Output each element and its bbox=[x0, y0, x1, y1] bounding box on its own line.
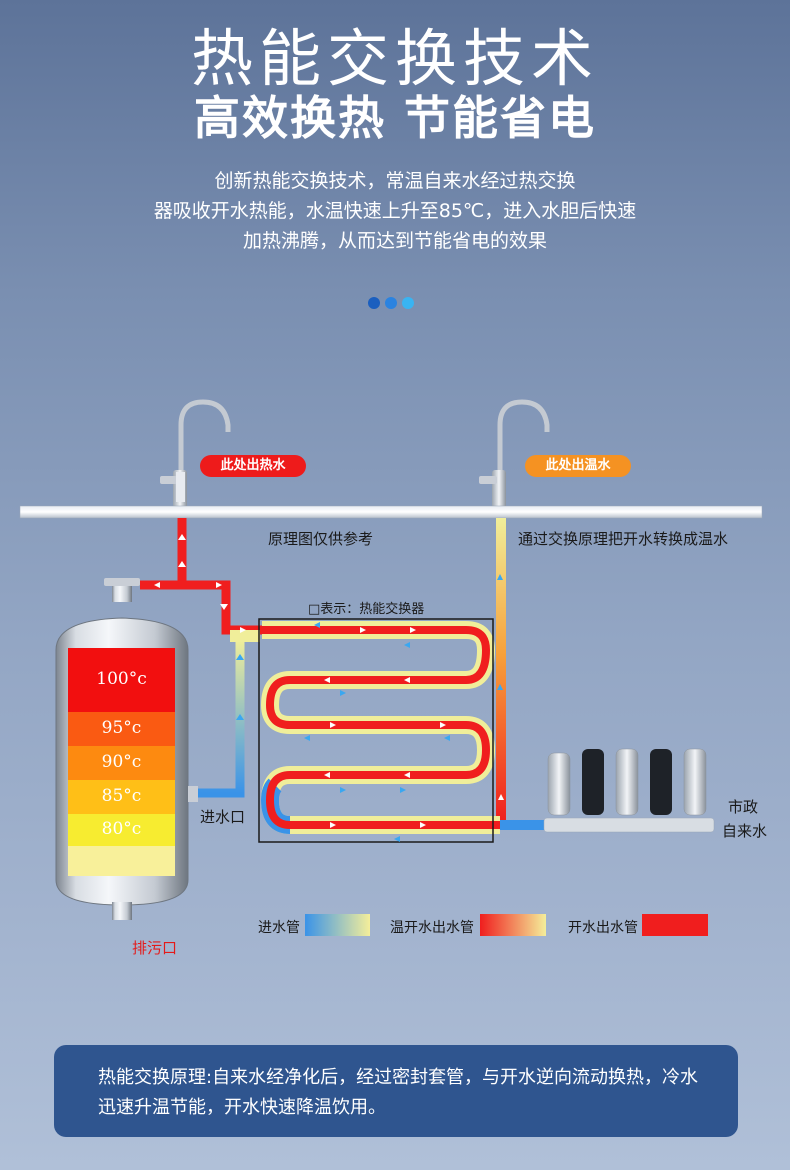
diagram-note: 原理图仅供参考 bbox=[268, 530, 374, 548]
water-filters-icon bbox=[543, 748, 715, 833]
temp-label-95: 95°c bbox=[101, 718, 142, 738]
temp-label-100: 100°c bbox=[96, 669, 147, 689]
page-subtitle: 高效换热 节能省电 bbox=[193, 91, 596, 145]
dot-icon bbox=[402, 297, 414, 309]
legend-bar-inlet bbox=[305, 914, 370, 936]
heat-exchange-diagram bbox=[19, 399, 763, 920]
description-line: 器吸收开水热能，水温快速上升至85℃，进入水胆后快速 bbox=[153, 200, 637, 222]
principle-box: 热能交换原理:自来水经净化后，经过密封套管，与开水逆向流动换热，冷水迅速升温节能… bbox=[54, 1045, 738, 1137]
warm-water-pipe bbox=[496, 518, 506, 823]
drain-label: 排污口 bbox=[132, 939, 178, 957]
page-title: 热能交换技术 bbox=[190, 22, 599, 95]
conversion-label: 通过交换原理把开水转换成温水 bbox=[518, 530, 729, 548]
warm-water-tag: 此处出温水 bbox=[525, 455, 631, 477]
city-water-label: 市政 bbox=[728, 798, 759, 816]
temp-label-90: 90°c bbox=[101, 752, 142, 772]
city-water-label-2: 自来水 bbox=[722, 822, 768, 840]
legend-bar-warm bbox=[480, 914, 546, 936]
city-water-pipe bbox=[500, 820, 544, 830]
legend-bar-boiling bbox=[642, 914, 708, 936]
principle-text: 热能交换原理:自来水经净化后，经过密封套管，与开水逆向流动换热，冷水迅速升温节能… bbox=[98, 1067, 699, 1118]
boiling-water-pipe bbox=[140, 518, 262, 635]
counter-pipe bbox=[19, 505, 763, 519]
dot-icon bbox=[368, 297, 380, 309]
inlet-pipe bbox=[196, 640, 245, 798]
legend-label-warm: 温开水出水管 bbox=[390, 920, 474, 936]
pager-dots bbox=[368, 294, 419, 313]
hot-water-tag: 此处出热水 bbox=[200, 455, 306, 477]
legend-label-boiling: 开水出水管 bbox=[568, 920, 638, 936]
legend-label-inlet: 进水管 bbox=[258, 920, 300, 936]
hot-faucet-icon bbox=[160, 399, 231, 510]
cold-flow-arrows bbox=[236, 574, 503, 842]
flow-arrows bbox=[154, 534, 504, 828]
temp-label-85: 85°c bbox=[101, 786, 142, 806]
exchanger-coil bbox=[260, 621, 500, 834]
warm-faucet-icon bbox=[479, 399, 550, 510]
temp-label-80: 80°c bbox=[101, 819, 142, 839]
tank-temperature-bands bbox=[68, 648, 175, 876]
inlet-label: 进水口 bbox=[200, 808, 246, 826]
exchanger-label: □表示：热能交换器 bbox=[308, 602, 425, 617]
description: 创新热能交换技术，常温自来水经过热交换 器吸收开水热能，水温快速上升至85℃，进… bbox=[95, 166, 695, 256]
dot-icon bbox=[385, 297, 397, 309]
description-line: 加热沸腾，从而达到节能省电的效果 bbox=[242, 230, 547, 252]
exchanger-box bbox=[258, 618, 494, 843]
description-line: 创新热能交换技术，常温自来水经过热交换 bbox=[214, 170, 576, 192]
